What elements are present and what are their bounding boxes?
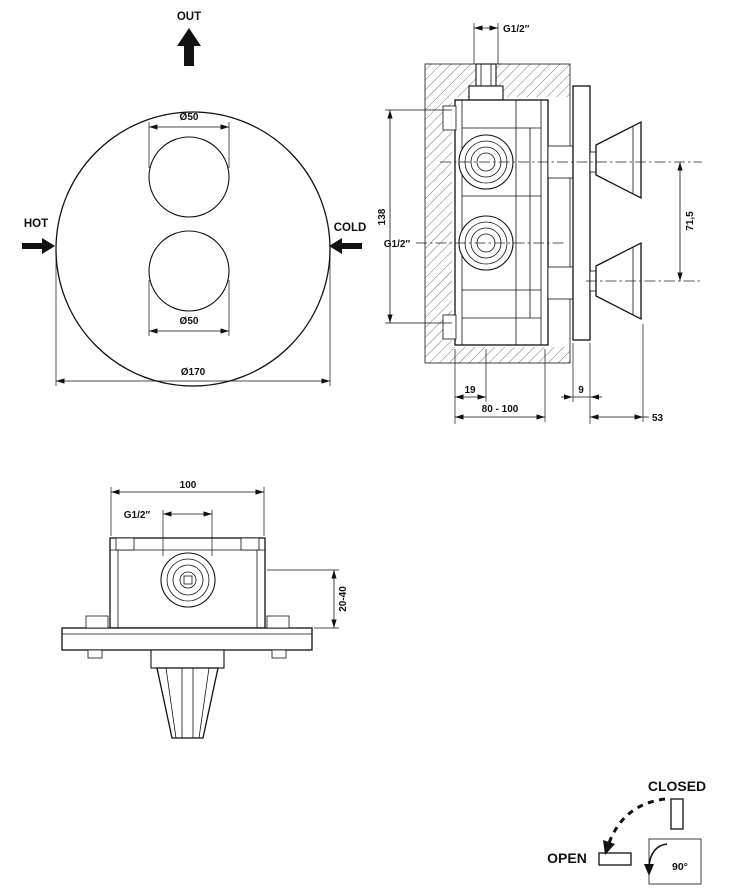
out-arrow-icon [177, 28, 201, 66]
box-lug-left [115, 537, 135, 551]
angle-arrowhead-icon [644, 864, 654, 876]
vertical-span-text: 138 [377, 208, 388, 225]
top-handle-diameter-text: Ø50 [180, 112, 199, 123]
rotation-angle-box: 90° [644, 838, 702, 885]
top-view: 100 G1/2″ 20-40 [61, 480, 349, 739]
closed-label: CLOSED [648, 778, 706, 794]
screw-boss-left [87, 649, 103, 659]
outlet-port-top-view [160, 552, 216, 608]
handle-top-view [150, 649, 225, 739]
port-offset-text: 19 [464, 385, 476, 396]
angle-arrow-arc [648, 843, 668, 867]
rotation-arc-icon [603, 797, 666, 855]
bottom-handle-diameter-text: Ø50 [180, 316, 199, 327]
mounting-tab-top [442, 105, 457, 131]
dim-port-offset: 19 [454, 349, 487, 424]
finish-wall-range-text: 20-40 [338, 586, 349, 612]
handle-span-text: 71,5 [685, 211, 696, 231]
dim-top-port-thread: G1/2″ [473, 23, 530, 64]
dim-body-width: 100 [110, 480, 265, 536]
operation-diagram: CLOSED OPEN 90° [547, 778, 706, 885]
body-width-text: 100 [180, 480, 197, 491]
dim-rough-in-depth: 80 - 100 [455, 349, 546, 422]
handle-closed-icon [670, 798, 684, 830]
dim-handle-projection: 53 [590, 324, 664, 424]
rotation-angle-text: 90° [672, 861, 688, 873]
plate-thickness-text: 9 [578, 385, 584, 396]
handle-open-icon [598, 852, 632, 866]
dim-handle-span: 71,5 [677, 162, 696, 281]
cold-arrow-icon [329, 238, 362, 254]
trim-plate-section [572, 85, 591, 341]
dim-plate-diameter: Ø170 [55, 252, 331, 386]
dim-vertical-span: 138 [377, 109, 452, 324]
side-port-thread-text: G1/2″ [384, 239, 411, 250]
rough-in-depth-text: 80 - 100 [482, 404, 519, 415]
dim-bottom-handle-diameter: Ø50 [148, 280, 230, 336]
bottom-spindle-sleeve [547, 266, 574, 300]
cold-label: COLD [334, 222, 367, 234]
section-view: G1/2″ 138 G1/2″ 71,5 19 [377, 23, 702, 424]
screw-boss-right [271, 649, 287, 659]
flange-tab-left [85, 615, 109, 629]
out-label: OUT [177, 11, 201, 23]
port-thread-top-view-text: G1/2″ [124, 510, 151, 521]
front-view: OUT HOT COLD Ø50 Ø50 Ø170 [22, 11, 367, 387]
trim-plate-circle [55, 111, 331, 387]
dim-finish-wall-range: 20-40 [267, 569, 349, 629]
rough-in-box [442, 63, 574, 346]
plate-diameter-text: Ø170 [181, 367, 206, 378]
box-lug-right [240, 537, 260, 551]
top-inlet-collar [468, 85, 504, 101]
handle-projection-text: 53 [652, 413, 664, 424]
top-inlet-pipe [475, 63, 497, 87]
flange-tab-right [266, 615, 290, 629]
bottom-handle-circle [148, 230, 230, 312]
hot-arrow-icon [22, 238, 55, 254]
open-label: OPEN [547, 850, 587, 866]
top-handle-section [589, 120, 642, 200]
top-handle-circle [148, 136, 230, 218]
flange-plate [61, 627, 313, 651]
dim-port-thread-top-view: G1/2″ [124, 510, 213, 556]
hot-label: HOT [24, 218, 48, 230]
mounting-tab-bottom [442, 314, 457, 340]
wall-outline [424, 63, 571, 364]
dim-top-handle-diameter: Ø50 [148, 112, 230, 168]
top-port-thread-text: G1/2″ [503, 24, 530, 35]
dim-plate-thickness: 9 [561, 343, 602, 424]
bottom-cartridge [458, 215, 514, 271]
